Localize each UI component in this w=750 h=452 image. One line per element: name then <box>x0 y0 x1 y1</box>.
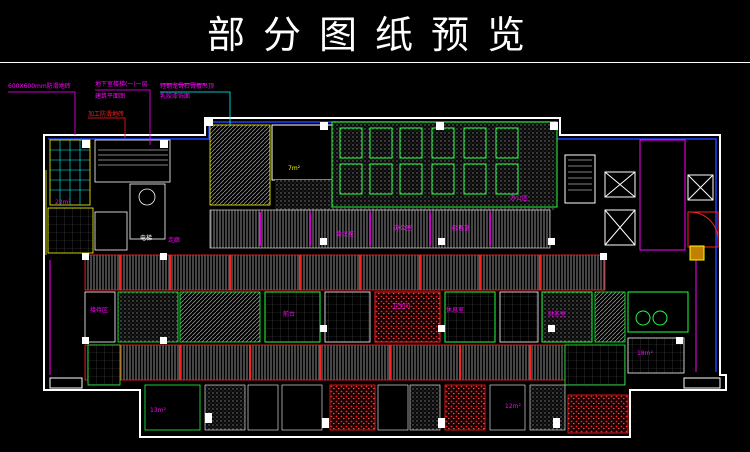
room-label: 办公区 <box>510 194 528 202</box>
right-core <box>564 139 719 261</box>
title-divider <box>0 62 750 63</box>
room-label: 22m² <box>55 199 71 206</box>
middle-rooms <box>84 291 689 374</box>
callout-3: 建筑平面图 <box>95 92 125 100</box>
callout-leaders <box>8 83 231 255</box>
structural-columns <box>82 118 683 428</box>
room-label: 会议室 <box>336 230 354 238</box>
callout-1: 600X600mm防滑地砖 <box>8 82 71 90</box>
room-label: 前台 <box>283 310 295 318</box>
workstation-zone <box>320 121 558 208</box>
callout-4: 加工防滑地砖 <box>88 110 124 118</box>
corridor-bands <box>84 209 606 381</box>
room-label: 18m² <box>637 350 653 357</box>
room-label: 休息室 <box>446 306 464 314</box>
room-label: 7m² <box>288 165 301 172</box>
callout-6: 乳胶漆饰面 <box>160 92 190 100</box>
page-title: 部分图纸预览 <box>206 13 543 57</box>
room-label: 13m² <box>150 407 166 414</box>
room-label: 电梯 <box>140 234 152 242</box>
left-stair <box>47 139 171 254</box>
room-label: 卫生间 <box>392 302 410 310</box>
room-label: 12m² <box>505 403 521 410</box>
room-label: 经理室 <box>452 224 470 232</box>
room-label: 走廊 <box>168 236 180 244</box>
callout-5: 轻钢龙骨石膏板吊顶 <box>160 82 214 90</box>
callout-2: 地下室楼梯(一)一层 <box>95 80 148 88</box>
room-label: 办公室 <box>394 224 412 232</box>
room-label: 接待区 <box>90 306 108 314</box>
room-label: 财务室 <box>548 310 566 318</box>
